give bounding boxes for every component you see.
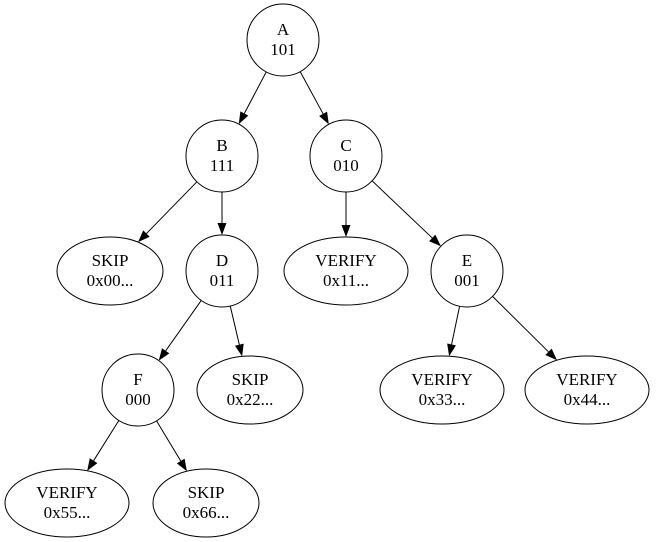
circle-shape <box>185 234 259 308</box>
node-label-line2: 0x00... <box>87 271 134 290</box>
node-label-line1: F <box>133 370 142 389</box>
edge-line <box>243 71 267 114</box>
edge-D-SKIP-0x22 <box>229 305 244 357</box>
node-SKIP-0x66: SKIP0x66... <box>152 468 260 538</box>
node-label-line1: VERIFY <box>411 370 472 389</box>
arrowhead-icon <box>217 223 227 235</box>
circle-shape <box>246 3 320 77</box>
arrowhead-icon <box>176 458 187 472</box>
node-VERIFY-0x11: VERIFY0x11... <box>283 236 409 306</box>
ellipse-shape <box>283 236 409 306</box>
arrowhead-icon <box>545 348 557 361</box>
node-label-line2: 010 <box>333 156 359 175</box>
node-label-line1: VERIFY <box>36 483 97 502</box>
circle-shape <box>309 119 383 193</box>
node-VERIFY-0x44: VERIFY0x44... <box>524 355 650 425</box>
edge-line <box>165 300 202 352</box>
edge-E-VERIFY-0x33 <box>447 306 461 357</box>
node-label-line1: SKIP <box>188 483 225 502</box>
node-label-line2: 0x33... <box>419 390 466 409</box>
node-label-line2: 101 <box>270 40 296 59</box>
node-SKIP-0x22: SKIP0x22... <box>196 355 304 425</box>
edge-C-E <box>371 180 441 247</box>
node-label-line2: 0x66... <box>183 503 230 522</box>
node-label-line2: 001 <box>454 271 480 290</box>
ellipse-shape <box>196 355 304 425</box>
edge-D-F <box>158 300 202 361</box>
edge-B-D <box>217 192 227 235</box>
arrowhead-icon <box>234 343 244 357</box>
node-label-line2: 011 <box>210 271 235 290</box>
node-label-line2: 111 <box>210 156 234 175</box>
edge-line <box>146 181 198 234</box>
node-VERIFY-0x55: VERIFY0x55... <box>4 468 130 538</box>
ellipse-shape <box>4 468 130 538</box>
edge-line <box>93 420 120 461</box>
node-label-line2: 000 <box>125 390 151 409</box>
edge-line <box>299 71 324 115</box>
node-label-line1: SKIP <box>232 370 269 389</box>
edge-line <box>492 295 549 353</box>
ellipse-shape <box>56 236 164 306</box>
ellipse-shape <box>152 468 260 538</box>
node-label-line2: 0x22... <box>227 390 274 409</box>
ellipse-shape <box>524 355 650 425</box>
node-label-line2: 0x11... <box>323 271 369 290</box>
circle-shape <box>101 353 175 427</box>
node-label-line2: 0x44... <box>564 390 611 409</box>
arrowhead-icon <box>158 348 170 361</box>
arrowhead-icon <box>138 230 150 243</box>
arrowhead-icon <box>87 458 98 471</box>
edge-line <box>229 305 240 345</box>
edge-C-VERIFY-0x11 <box>341 192 351 237</box>
circle-shape <box>430 234 504 308</box>
node-VERIFY-0x33: VERIFY0x33... <box>379 355 505 425</box>
edge-F-SKIP-0x66 <box>156 420 187 472</box>
node-label-line1: C <box>340 136 351 155</box>
edge-line <box>371 180 433 239</box>
ellipse-shape <box>379 355 505 425</box>
node-label-line1: VERIFY <box>315 251 376 270</box>
node-label-line2: 0x55... <box>44 503 91 522</box>
edge-F-VERIFY-0x55 <box>87 420 120 471</box>
node-label-line1: SKIP <box>92 251 129 270</box>
node-label-line1: E <box>462 251 472 270</box>
arrowhead-icon <box>319 111 329 125</box>
node-label-line1: A <box>277 20 290 39</box>
arrowhead-icon <box>341 225 351 237</box>
arrowhead-icon <box>429 234 441 247</box>
node-label-line1: VERIFY <box>556 370 617 389</box>
edge-E-VERIFY-0x44 <box>492 295 557 361</box>
arrowhead-icon <box>447 343 456 357</box>
edge-A-C <box>299 71 329 125</box>
edge-B-SKIP-0x00 <box>138 181 198 243</box>
node-label-line1: D <box>216 251 228 270</box>
circle-shape <box>185 119 259 193</box>
node-label-line1: B <box>216 136 227 155</box>
arrowhead-icon <box>238 111 249 125</box>
edge-line <box>156 420 182 462</box>
edge-A-B <box>238 71 267 125</box>
node-SKIP-0x00: SKIP0x00... <box>56 236 164 306</box>
edge-line <box>451 306 461 345</box>
